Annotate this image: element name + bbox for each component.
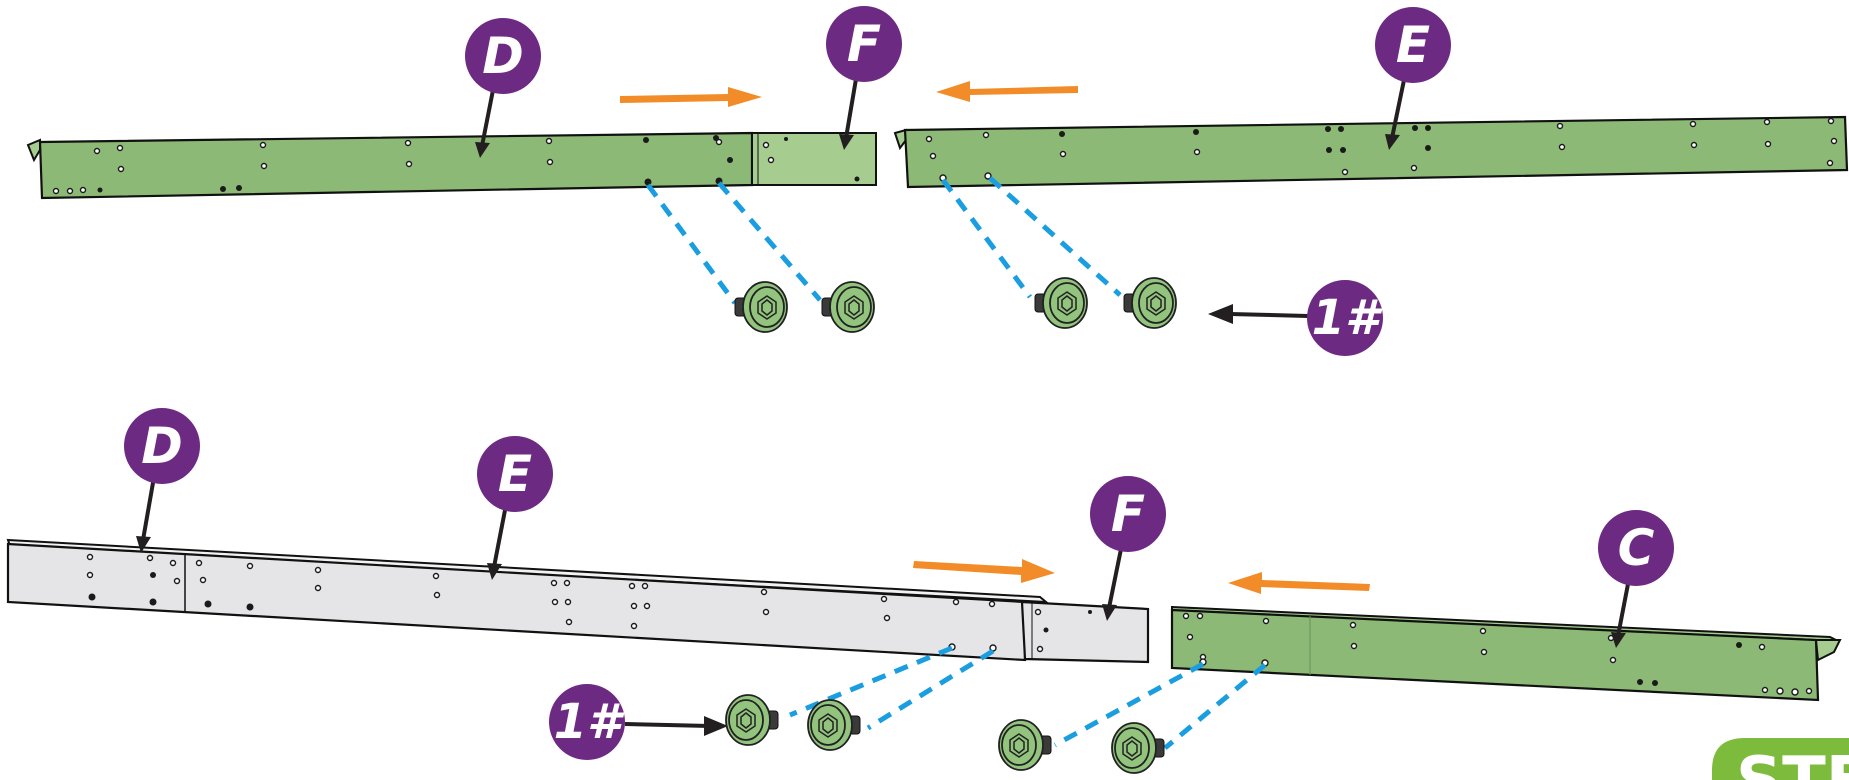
part-label: E <box>1396 16 1430 74</box>
part-label: E <box>498 445 532 503</box>
part-label: F <box>847 15 881 73</box>
bolt-icon <box>1034 277 1088 329</box>
arrow-right-icon <box>620 87 762 107</box>
arrow-left-icon <box>936 81 1078 102</box>
arrow-right-icon <box>913 559 1055 583</box>
rail-d-top-holes <box>52 135 733 195</box>
bolt-icon <box>821 281 875 333</box>
step-tab: STE <box>1712 738 1849 780</box>
rail-de-bottom <box>6 538 1049 662</box>
rail-c-bottom <box>1170 605 1842 702</box>
bolt-icon <box>725 694 779 746</box>
badge-c-bottom: C <box>1598 510 1674 648</box>
badge-d-top: D <box>465 18 541 158</box>
joiner-f-top <box>751 132 877 186</box>
badge-e-top: E <box>1375 7 1451 150</box>
bottom-assembly: D E F C 1# <box>6 408 1842 774</box>
top-guide-lines <box>645 176 1122 305</box>
top-motion-arrows <box>620 81 1078 107</box>
badge-f-bottom: F <box>1090 476 1166 621</box>
bottom-motion-arrows <box>913 559 1370 594</box>
badge-f-top: F <box>826 6 902 150</box>
bolt-icon <box>807 699 861 751</box>
part-label: F <box>1111 485 1145 543</box>
rail-e-top-holes <box>925 117 1838 182</box>
top-assembly: D F E 1# <box>26 6 1849 356</box>
bolt-icon <box>1111 722 1165 774</box>
rail-e-top <box>893 115 1849 189</box>
badge-1-top: 1# <box>1208 280 1383 356</box>
part-label: D <box>482 27 524 85</box>
step-label: STE <box>1736 744 1849 780</box>
fastener-label: 1# <box>554 694 625 750</box>
part-label: D <box>141 417 183 475</box>
top-bolts <box>734 277 1177 333</box>
joiner-f-bottom <box>1020 600 1150 664</box>
arrow-left-icon <box>1228 572 1370 594</box>
fastener-label: 1# <box>1312 290 1383 346</box>
rail-d-top <box>26 131 754 200</box>
badge-d-bottom: D <box>124 408 200 553</box>
bolt-icon <box>998 719 1052 771</box>
bolt-icon <box>1123 277 1177 329</box>
badge-1-bottom: 1# <box>549 684 728 760</box>
bolt-icon <box>734 281 788 333</box>
part-label: C <box>1618 519 1655 577</box>
badge-e-bottom: E <box>477 436 553 580</box>
bottom-bolts <box>725 694 1165 774</box>
